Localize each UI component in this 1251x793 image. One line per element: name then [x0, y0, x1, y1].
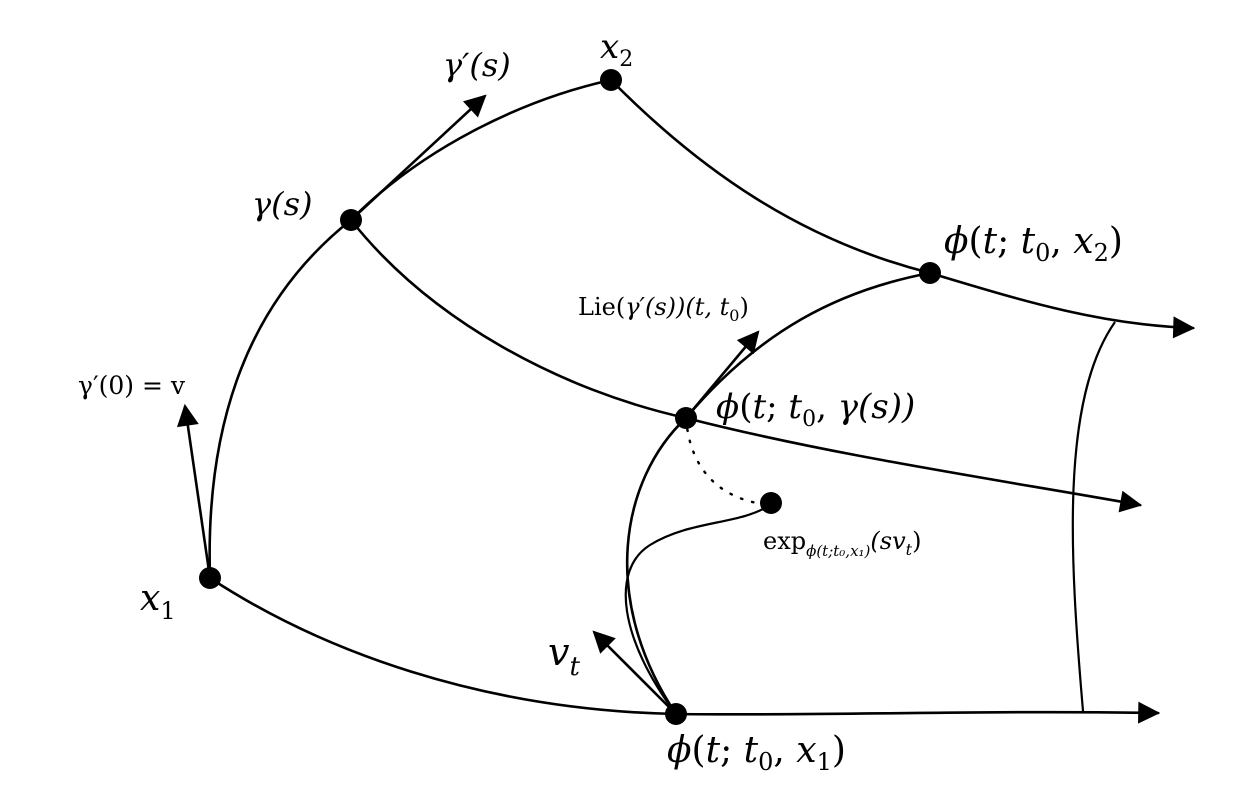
- point-phi-gamma: [675, 407, 697, 429]
- label-gamma-prime-s: γ′(s): [443, 46, 511, 84]
- curve-image-gamma-upper: [684, 271, 932, 420]
- vector-gamma-prime-s: [350, 94, 487, 221]
- point-phi-x1: [665, 703, 687, 725]
- point-exp: [760, 492, 782, 514]
- label-gamma-s: γ(s): [252, 185, 313, 223]
- point-gamma-s: [340, 209, 362, 231]
- label-x2: x2: [600, 27, 633, 72]
- point-x1: [199, 567, 221, 589]
- label-x1: x1: [140, 578, 176, 625]
- curve-right-boundary: [1071, 321, 1116, 712]
- dotted-path: [684, 416, 772, 507]
- curve-image-gamma: [626, 416, 688, 716]
- curve-flow-x2: [609, 78, 1196, 339]
- curve-x1-gamma: [208, 218, 353, 580]
- point-phi-x2: [919, 262, 941, 284]
- curve-exp: [624, 504, 771, 715]
- vector-lie: [685, 330, 760, 419]
- label-phi-x1: ϕ(t; t0, x1): [667, 730, 846, 776]
- label-phi-gamma: ϕ(t; t0, γ(s)): [716, 387, 915, 432]
- vector-gamma-prime-0: [176, 403, 212, 579]
- curve-flow-x1: [208, 576, 1161, 724]
- label-vt: vt: [548, 630, 580, 682]
- label-gamma-prime-0: γ′(0) = v: [78, 371, 186, 400]
- curve-flow-gamma: [349, 218, 1143, 513]
- vector-vt: [592, 630, 677, 715]
- label-exp: expϕ(t;t₀,x₁)(svt): [763, 527, 921, 560]
- point-x2: [600, 69, 622, 91]
- label-phi-x2: ϕ(t; t0, x2): [944, 221, 1123, 267]
- label-lie: Lie(γ′(s))(t, t0): [578, 293, 749, 325]
